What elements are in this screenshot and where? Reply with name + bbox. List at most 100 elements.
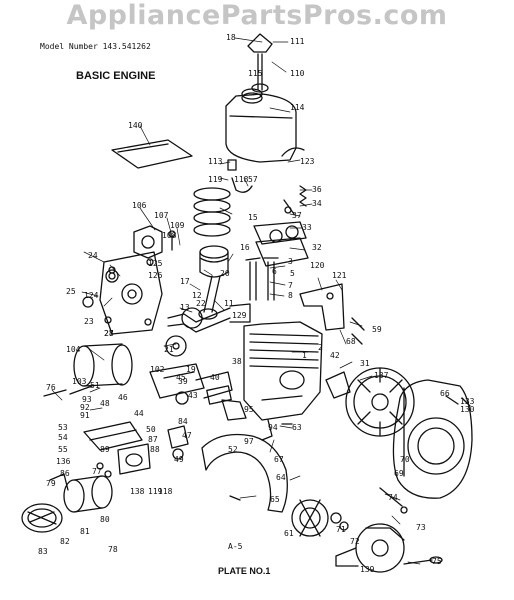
part-label-5: 5 <box>290 269 295 278</box>
part-label-61: 61 <box>284 529 294 538</box>
part-label-76: 76 <box>46 383 56 392</box>
part-label-80: 80 <box>100 515 110 524</box>
part-label-38: 38 <box>232 357 242 366</box>
part-label-95: 95 <box>244 405 254 414</box>
part-label-121: 121 <box>332 271 347 280</box>
part-label-11: 11 <box>224 299 234 308</box>
part-label-24: 24 <box>88 251 98 260</box>
part-label-8: 8 <box>288 291 293 300</box>
part-label-21: 21 <box>164 345 174 354</box>
part-label-118: 118 <box>158 487 173 496</box>
part-label-33: 33 <box>302 223 312 232</box>
part-label-102: 102 <box>150 365 165 374</box>
part-label-12: 12 <box>192 291 202 300</box>
part-label-22: 22 <box>196 299 206 308</box>
part-label-118: 118 <box>234 175 249 184</box>
part-label-32: 32 <box>312 243 322 252</box>
reference-code: A-5 <box>228 542 243 551</box>
part-label-77: 77 <box>92 467 102 476</box>
part-label-67: 67 <box>274 455 284 464</box>
part-label-107: 107 <box>154 211 169 220</box>
part-label-23: 23 <box>84 317 94 326</box>
part-label-64: 64 <box>276 473 286 482</box>
part-label-46: 46 <box>118 393 128 402</box>
part-label-74: 74 <box>388 493 398 502</box>
part-label-42: 42 <box>330 351 340 360</box>
part-label-140: 140 <box>128 121 143 130</box>
section-title: BASIC ENGINE <box>76 70 156 82</box>
part-label-86: 86 <box>60 469 70 478</box>
part-label-48: 48 <box>100 399 110 408</box>
part-label-36: 36 <box>312 185 322 194</box>
part-label-27: 27 <box>104 329 114 338</box>
part-label-15: 15 <box>248 213 258 222</box>
watermark: AppliancePartsPros.com <box>66 0 448 31</box>
part-label-45: 45 <box>176 373 186 382</box>
part-label-6: 6 <box>272 267 277 276</box>
part-label-115: 115 <box>248 69 263 78</box>
part-label-47: 47 <box>182 431 192 440</box>
part-label-139: 139 <box>360 565 375 574</box>
part-label-37: 37 <box>292 211 302 220</box>
part-label-130: 130 <box>460 405 475 414</box>
part-label-133: 133 <box>460 397 475 406</box>
part-label-114: 114 <box>290 103 305 112</box>
part-label-97: 97 <box>244 437 254 446</box>
part-label-49: 49 <box>174 455 184 464</box>
part-label-39: 39 <box>178 377 188 386</box>
part-label-88: 88 <box>150 445 160 454</box>
part-label-53: 53 <box>58 423 68 432</box>
part-label-79: 79 <box>46 479 56 488</box>
part-label-2: 2 <box>318 343 323 352</box>
model-number: Model Number 143.541262 <box>40 42 151 51</box>
part-label-108: 108 <box>162 231 177 240</box>
part-label-25: 25 <box>66 287 76 296</box>
part-label-70: 70 <box>400 455 410 464</box>
part-label-111: 111 <box>290 37 305 46</box>
part-label-31: 31 <box>360 359 370 368</box>
part-label-28: 28 <box>104 329 114 338</box>
part-label-119: 119 <box>148 487 163 496</box>
part-label-18: 18 <box>226 33 236 42</box>
part-label-119: 119 <box>208 175 223 184</box>
part-label-54: 54 <box>58 433 68 442</box>
part-label-17: 17 <box>180 277 190 286</box>
part-label-94: 94 <box>268 423 278 432</box>
part-label-40: 40 <box>210 373 220 382</box>
part-label-43: 43 <box>188 391 198 400</box>
part-label-123: 123 <box>300 157 315 166</box>
part-label-57: 57 <box>248 175 258 184</box>
part-label-34: 34 <box>312 199 322 208</box>
part-label-84: 84 <box>178 417 188 426</box>
part-label-72: 72 <box>350 537 360 546</box>
part-label-66: 66 <box>440 389 450 398</box>
part-label-103: 103 <box>72 377 87 386</box>
part-label-110: 110 <box>290 69 305 78</box>
part-label-68: 68 <box>346 337 356 346</box>
part-label-92: 92 <box>80 403 90 412</box>
part-label-78: 78 <box>108 545 118 554</box>
part-label-81: 81 <box>80 527 90 536</box>
part-label-65: 65 <box>270 495 280 504</box>
part-label-126: 126 <box>148 271 163 280</box>
part-label-104: 104 <box>66 345 81 354</box>
part-label-120: 120 <box>310 261 325 270</box>
part-label-106: 106 <box>132 201 147 210</box>
part-label-19: 19 <box>186 365 196 374</box>
part-label-51: 51 <box>90 381 100 390</box>
part-label-7: 7 <box>288 281 293 290</box>
part-label-93: 93 <box>82 395 92 404</box>
part-label-124: 124 <box>84 291 99 300</box>
part-label-63: 63 <box>292 423 302 432</box>
part-label-1: 1 <box>302 351 307 360</box>
part-label-59: 59 <box>372 325 382 334</box>
part-label-129: 129 <box>232 311 247 320</box>
part-label-75: 75 <box>432 557 442 566</box>
part-label-69: 69 <box>394 469 404 478</box>
part-label-44: 44 <box>134 409 144 418</box>
part-label-82: 82 <box>60 537 70 546</box>
plate-number: PLATE NO.1 <box>218 566 271 576</box>
part-label-83: 83 <box>38 547 48 556</box>
part-label-137: 137 <box>374 371 389 380</box>
